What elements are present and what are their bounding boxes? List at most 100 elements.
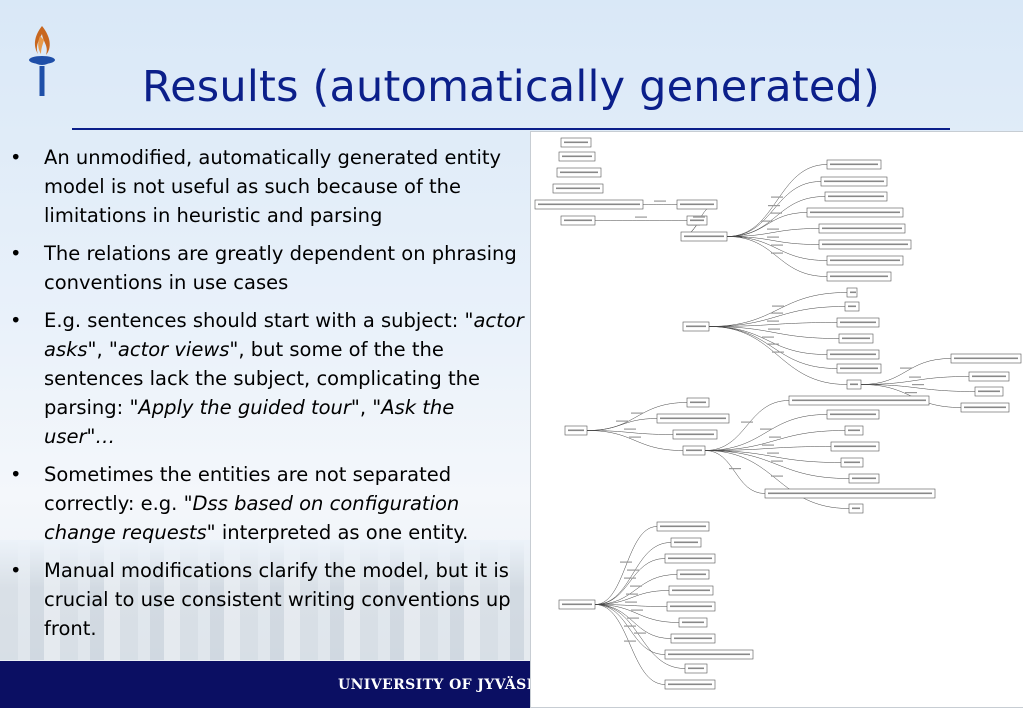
- diagram-node-scribble: [830, 259, 900, 262]
- diagram-edge-label: [624, 625, 636, 627]
- diagram-edge: [594, 542, 672, 605]
- bullet-italic: actor asks": [44, 309, 524, 361]
- diagram-edge: [704, 430, 846, 451]
- diagram-edge: [586, 402, 688, 431]
- diagram-node-scribble: [686, 325, 706, 328]
- diagram-node-scribble: [844, 461, 860, 464]
- bullet-text: E.g. sentences should start with a subje…: [44, 309, 474, 332]
- diagram-node-scribble: [660, 525, 706, 528]
- diagram-edge-label: [629, 436, 641, 438]
- diagram-edge-label: [767, 320, 779, 322]
- diagram-edge-label: [771, 460, 783, 462]
- diagram-edge-label: [688, 224, 700, 226]
- diagram-edge-label: [631, 609, 643, 611]
- diagram-node-scribble: [830, 163, 878, 166]
- diagram-node-scribble: [852, 477, 876, 480]
- diagram-node-scribble: [690, 219, 704, 222]
- bullet-dot-icon: •: [10, 309, 22, 332]
- footer-university-name: UNIVERSITY OF JYVÄSKYLÄ: [338, 677, 571, 693]
- diagram-node-scribble: [828, 195, 884, 198]
- diagram-edge: [704, 450, 842, 463]
- bullet-italic: Ask the user"…: [44, 396, 455, 448]
- diagram-node-scribble: [562, 155, 592, 158]
- diagram-edge-label: [771, 196, 783, 198]
- bullet-text: , but some of the the sentences lack the…: [44, 338, 480, 419]
- bullet-item: • The relations are greatly dependent on…: [10, 239, 530, 297]
- diagram-edge-label: [767, 452, 779, 454]
- diagram-node-scribble: [668, 653, 750, 656]
- diagram-node-scribble: [556, 187, 600, 190]
- diagram-edge: [594, 604, 668, 607]
- diagram-edge-label: [900, 367, 912, 369]
- bullet-dot-icon: •: [10, 242, 22, 265]
- diagram-edge: [594, 604, 666, 655]
- diagram-edge-label: [624, 577, 636, 579]
- bullet-text: Manual modifications clarify the model, …: [44, 559, 511, 640]
- bullet-item: • Manual modifications clarify the model…: [10, 556, 530, 643]
- diagram-edge-label: [625, 601, 637, 603]
- diagram-node-scribble: [830, 353, 876, 356]
- diagram-edge-label: [654, 200, 666, 202]
- diagram-edge: [594, 574, 678, 605]
- diagram-edge: [704, 400, 790, 451]
- bullet-item: • Sometimes the entities are not separat…: [10, 460, 530, 547]
- diagram-edge: [708, 326, 848, 385]
- diagram-edge: [708, 322, 838, 327]
- diagram-node-scribble: [682, 621, 704, 624]
- diagram-edge-label: [772, 305, 784, 307]
- diagram-node-scribble: [670, 605, 712, 608]
- background-photo: [0, 540, 540, 660]
- diagram-edge: [586, 418, 658, 431]
- bullet-text: Sometimes the entities are not separated…: [44, 463, 452, 515]
- diagram-edge-label: [768, 205, 780, 207]
- bullet-text: The relations are greatly dependent on p…: [44, 242, 517, 294]
- diagram-edge: [726, 228, 820, 237]
- diagram-edge-label: [769, 436, 781, 438]
- diagram-edge: [704, 414, 828, 451]
- diagram-edge-label: [627, 569, 639, 571]
- diagram-edge: [708, 326, 840, 339]
- diagram-edge: [726, 236, 828, 277]
- diagram-edge: [586, 430, 684, 451]
- diagram-node-scribble: [668, 557, 712, 560]
- diagram-edge: [726, 236, 820, 245]
- diagram-edge: [726, 164, 828, 237]
- diagram-edge-label: [771, 244, 783, 246]
- diagram-node-scribble: [830, 275, 888, 278]
- diagram-node-scribble: [830, 413, 876, 416]
- diagram-node-scribble: [674, 637, 712, 640]
- diagram-node-scribble: [978, 390, 1000, 393]
- diagram-edge: [594, 590, 670, 605]
- diagram-edge: [594, 558, 666, 605]
- diagram-edge: [726, 196, 826, 237]
- diagram-edge: [594, 604, 686, 669]
- diagram-edge-label: [909, 376, 921, 378]
- diagram-edge-label: [767, 236, 779, 238]
- diagram-node-scribble: [564, 219, 592, 222]
- entity-model-diagram: [530, 131, 1023, 708]
- diagram-edge: [708, 292, 848, 327]
- bullet-dot-icon: •: [10, 463, 22, 486]
- diagram-edge: [708, 306, 846, 327]
- diagram-node-scribble: [564, 141, 588, 144]
- bullet-dot-icon: •: [10, 146, 22, 169]
- diagram-node-scribble: [690, 401, 706, 404]
- diagram-edge-label: [768, 328, 780, 330]
- diagram-node-scribble: [674, 541, 698, 544]
- diagram-node-scribble: [672, 589, 710, 592]
- diagram-node-scribble: [842, 337, 870, 340]
- page-title: Results (automatically generated): [142, 62, 880, 112]
- diagram-node-scribble: [668, 683, 712, 686]
- diagram-edge-label: [912, 384, 924, 386]
- diagram-edge: [594, 604, 672, 639]
- torch-logo-icon: [29, 26, 55, 96]
- bullet-italic: "Dss based on configuration change reque…: [44, 492, 460, 544]
- diagram-edge-label: [741, 421, 753, 423]
- diagram-edge-label: [626, 593, 638, 595]
- diagram-edge: [704, 446, 832, 451]
- diagram-edge: [594, 604, 680, 623]
- diagram-edge: [860, 384, 976, 392]
- diagram-edge-label: [772, 351, 784, 353]
- diagram-node-scribble: [562, 603, 592, 606]
- diagram-node-scribble: [792, 399, 926, 402]
